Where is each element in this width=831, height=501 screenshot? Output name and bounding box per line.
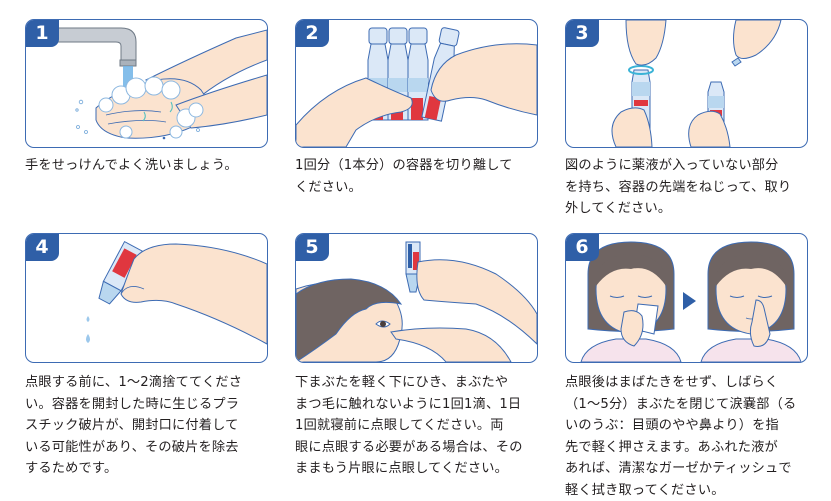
pressing-tear-sac-illustration	[566, 234, 807, 362]
step-number-badge: 2	[295, 19, 329, 47]
caption-line: 1回就寝前に点眼してください。両	[295, 415, 545, 437]
caption-line: いる可能性があり、その破片を除去	[25, 437, 275, 459]
step-3-panel: 3	[565, 19, 808, 148]
caption-line: ください。	[295, 177, 545, 199]
step-4-caption: 点眼する前に、1〜2滴捨ててくださ い。容器を開封した時に生じるプラ スチック破…	[25, 372, 275, 480]
caption-line: 外してください。	[565, 198, 815, 220]
caption-line: 1回分（1本分）の容器を切り離して	[295, 155, 545, 177]
step-5-panel: 5	[295, 233, 538, 363]
caption-line: い。容器を開封した時に生じるプラ	[25, 394, 275, 416]
step-2-caption: 1回分（1本分）の容器を切り離して ください。	[295, 155, 545, 198]
step-1-panel: 1	[25, 19, 268, 148]
step-number-badge: 4	[25, 233, 59, 261]
caption-line: 眼に点眼する必要がある場合は、その	[295, 437, 545, 459]
step-number-badge: 5	[295, 233, 329, 261]
caption-line: まつ毛に触れないように1回1滴、1日	[295, 394, 545, 416]
caption-line: 先で軽く押さえます。あふれた液が	[565, 437, 815, 459]
caption-line: するためです。	[25, 458, 275, 480]
step-2-panel: 2	[295, 19, 538, 148]
separating-container-illustration	[296, 20, 537, 147]
caption-line: を持ち、容器の先端をねじって、取り	[565, 177, 815, 199]
step-6-caption: 点眼後はまばたきをせず、しばらく （1〜5分）まぶたを閉じて涙嚢部（る いのうぶ…	[565, 372, 815, 501]
step-5-caption: 下まぶたを軽く下にひき、まぶたや まつ毛に触れないように1回1滴、1日 1回就寝…	[295, 372, 545, 480]
caption-line: （1〜5分）まぶたを閉じて涙嚢部（る	[565, 394, 815, 416]
step-number-badge: 1	[25, 19, 59, 47]
discarding-drops-illustration	[26, 234, 267, 362]
step-4-panel: 4	[25, 233, 268, 363]
caption-line: 下まぶたを軽く下にひき、まぶたや	[295, 372, 545, 394]
caption-line: いのうぶ：目頭のやや鼻より）を指	[565, 415, 815, 437]
step-3-caption: 図のように薬液が入っていない部分 を持ち、容器の先端をねじって、取り 外してくだ…	[565, 155, 815, 220]
twisting-tip-illustration	[566, 20, 807, 147]
caption-line: 軽く拭き取ってください。	[565, 480, 815, 501]
step-1-caption: 手をせっけんでよく洗いましょう。	[25, 155, 275, 177]
caption-line: 手をせっけんでよく洗いましょう。	[25, 155, 275, 177]
step-number-badge: 3	[565, 19, 599, 47]
hand-washing-illustration	[26, 20, 267, 147]
caption-line: スチック破片が、開封口に付着して	[25, 415, 275, 437]
step-6-panel: 6	[565, 233, 808, 363]
caption-line: 図のように薬液が入っていない部分	[565, 155, 815, 177]
applying-eye-drop-illustration	[296, 234, 537, 362]
caption-line: 点眼後はまばたきをせず、しばらく	[565, 372, 815, 394]
arrow-right-icon	[683, 292, 696, 310]
caption-line: あれば、清潔なガーゼかティッシュで	[565, 458, 815, 480]
step-number-badge: 6	[565, 233, 599, 261]
caption-line: ままもう片眼に点眼してください。	[295, 458, 545, 480]
caption-line: 点眼する前に、1〜2滴捨ててくださ	[25, 372, 275, 394]
